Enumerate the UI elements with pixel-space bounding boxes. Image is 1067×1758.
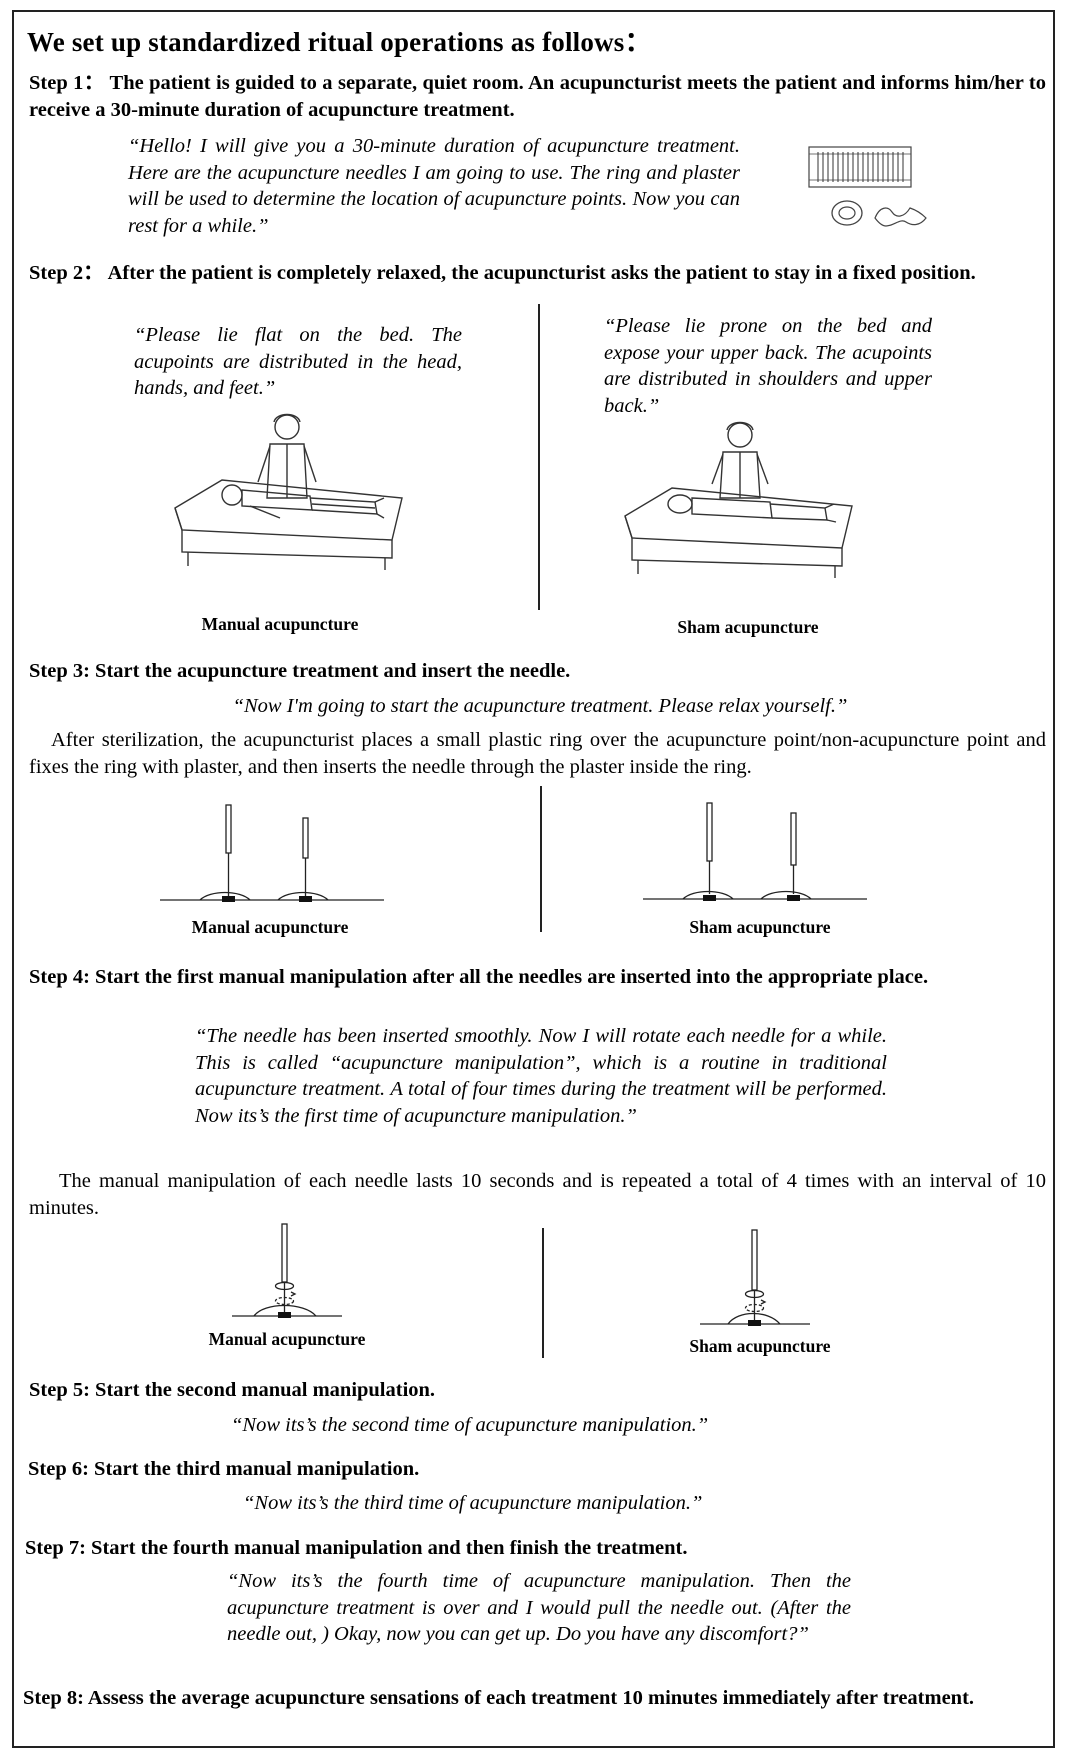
prone-patient-illustration — [624, 421, 853, 578]
step-3-body: After sterilization, the acupuncturist p… — [29, 729, 1046, 778]
page-title: We set up standardized ritual operations… — [27, 27, 652, 57]
step-6-heading: Step 6: Start the third manual manipulat… — [28, 1458, 420, 1480]
step-3-caption-right: Sham acupuncture — [689, 917, 831, 937]
step-3-heading: Step 3: Start the acupuncture treatment … — [29, 660, 571, 682]
manipulation-sham — [700, 1229, 810, 1326]
step-4-body-wrap: The manual manipulation of each needle l… — [29, 1168, 1046, 1220]
needle-tray-illustration — [808, 146, 912, 188]
step-2-quote-right: “Please lie prone on the bed and expose … — [604, 315, 932, 417]
manipulation-manual — [232, 1223, 342, 1318]
step-3-quote: “Now I'm going to start the acupuncture … — [232, 695, 848, 717]
supine-patient-illustration — [174, 413, 403, 570]
step-3-body-wrap: After sterilization, the acupuncturist p… — [29, 727, 1046, 805]
step-8-heading: Step 8: Assess the average acupuncture s… — [23, 1687, 975, 1709]
step-2-heading: Step 2： After the patient is completely … — [29, 262, 976, 284]
step-4-body: The manual manipulation of each needle l… — [29, 1170, 1046, 1219]
step-2-quote-left: “Please lie flat on the bed. The acupoin… — [134, 324, 462, 399]
page-frame — [12, 10, 1055, 1748]
step-4-heading: Step 4: Start the first manual manipulat… — [29, 966, 929, 988]
step-6-quote: “Now its’s the third time of acupuncture… — [243, 1492, 703, 1514]
step-4-quote: “The needle has been inserted smoothly. … — [195, 1025, 887, 1127]
step-1-heading: Step 1： The patient is guided to a separ… — [29, 72, 1046, 121]
step-4-caption-left: Manual acupuncture — [208, 1329, 366, 1349]
step-4-caption-right: Sham acupuncture — [689, 1336, 831, 1356]
step-2-divider — [538, 304, 540, 610]
needle-insertion-manual — [160, 804, 384, 902]
step-7-heading: Step 7: Start the fourth manual manipula… — [25, 1537, 688, 1559]
step-5-heading: Step 5: Start the second manual manipula… — [29, 1379, 436, 1401]
step-5-quote: “Now its’s the second time of acupunctur… — [231, 1414, 709, 1436]
step-2-caption-right: Sham acupuncture — [677, 617, 819, 637]
ring-plaster-illustration — [831, 200, 927, 227]
step-7-quote: “Now its’s the fourth time of acupunctur… — [227, 1570, 851, 1645]
step-2-caption-left: Manual acupuncture — [201, 614, 359, 634]
step-3-caption-left: Manual acupuncture — [191, 917, 349, 937]
step-4-divider — [542, 1228, 544, 1358]
step-1-quote: “Hello! I will give you a 30-minute dura… — [128, 135, 740, 237]
step-3-divider — [540, 786, 542, 932]
needle-insertion-sham — [643, 802, 867, 901]
